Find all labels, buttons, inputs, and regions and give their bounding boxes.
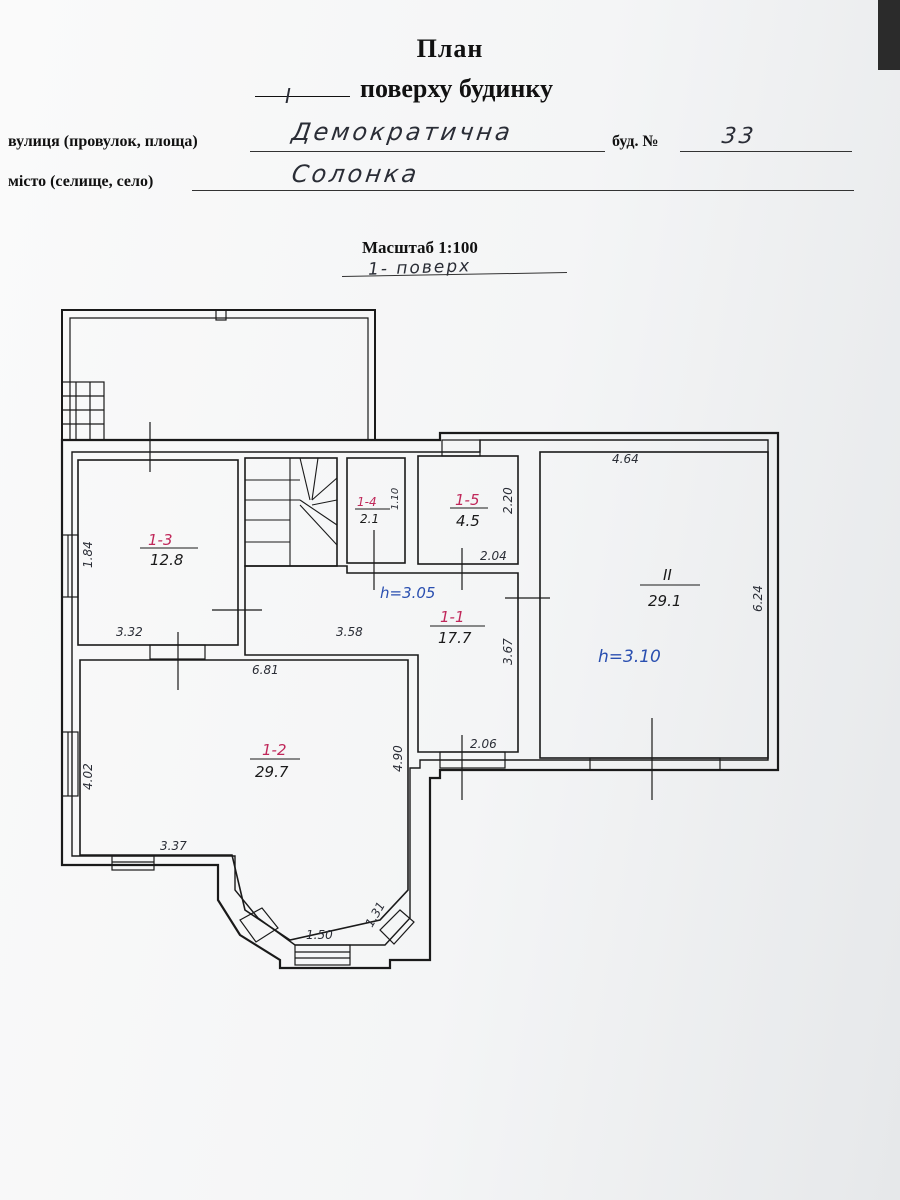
room-1-5-window: [441, 439, 481, 457]
dimension-labels: 4.64 6.24 2.20 2.04 1.10 1.84 3.32 3.58 …: [81, 452, 765, 942]
room-1-4-outline: [346, 457, 406, 564]
dim-room-1-5-width: 2.04: [480, 549, 507, 563]
room-1-4-area: 2.1: [360, 512, 379, 526]
room-labels: 1-3 12.8 1-4 2.1 1-5 4.5 1-1 17.7 1-2 29…: [140, 491, 700, 781]
floor-number-blank: I: [255, 84, 350, 108]
page-edge-shadow: [878, 0, 900, 70]
inner-wall-line: [71, 439, 769, 946]
dim-garage-width: 4.64: [612, 452, 639, 466]
room-1-5-area: 4.5: [456, 512, 480, 530]
main-height-label: h=3.05: [380, 584, 435, 602]
terrace-steps: [61, 381, 105, 441]
city-line: [192, 190, 854, 191]
staircase-steps: [245, 457, 338, 566]
dim-room-1-2-width: 6.81: [252, 663, 279, 677]
room-1-4-code: 1-4: [357, 495, 377, 509]
city-label: місто (селище, село): [8, 173, 154, 190]
dim-room-1-2-length: 4.90: [391, 745, 405, 772]
room-1-2-area: 29.7: [255, 763, 289, 781]
dim-room-1-5-length: 2.20: [501, 487, 515, 514]
dim-hall-end: 2.06: [470, 737, 497, 751]
room-1-1-area: 17.7: [438, 629, 472, 647]
subtitle-text: поверху будинку: [360, 74, 553, 103]
document-subtitle: I поверху будинку: [255, 74, 553, 108]
dim-room-1-4-length: 1.10: [390, 488, 401, 510]
doors: [149, 422, 653, 800]
room-1-1-code: 1-1: [440, 608, 465, 626]
room-1-2-code: 1-2: [262, 741, 287, 759]
dim-room-1-3-width: 3.32: [116, 625, 143, 639]
room-1-2-outline: [79, 659, 409, 941]
terrace-post: [215, 309, 227, 321]
floor-number-value: I: [285, 84, 291, 108]
side-windows: [61, 534, 721, 871]
dim-room-1-2-bottom: 3.37: [160, 839, 187, 853]
room-1-3-code: 1-3: [148, 531, 173, 549]
dim-room-1-2-side: 4.02: [81, 763, 95, 790]
dim-room-1-3-length: 1.84: [81, 541, 95, 568]
dim-hall-length: 3.67: [501, 638, 515, 665]
room-1-3-area: 12.8: [150, 551, 183, 569]
garage-area: 29.1: [648, 592, 681, 610]
height-labels: h=3.05 h=3.10: [380, 584, 661, 667]
street-line: [250, 151, 605, 152]
terrace-inner-outline: [69, 317, 369, 440]
dim-bay-center: 1.50: [306, 928, 333, 942]
staircase-outline: [244, 457, 338, 567]
dim-garage-length: 6.24: [751, 585, 765, 612]
terrace-outline: [61, 309, 376, 440]
scale-label: Масштаб 1:100: [362, 238, 478, 257]
document-title: План: [416, 34, 484, 63]
building-label: буд. №: [612, 133, 659, 150]
garage-height-label: h=3.10: [598, 647, 661, 667]
plan-walls: [60, 309, 780, 970]
bay-windows: [239, 907, 415, 966]
hall-1-1-outline: [244, 565, 519, 753]
dim-hall-width: 3.58: [336, 625, 363, 639]
room-1-5-code: 1-5: [455, 491, 480, 509]
street-label: вулиця (провулок, площа): [8, 133, 198, 150]
outer-wall: [60, 431, 780, 970]
garage-code: II: [663, 566, 672, 584]
building-line: [680, 151, 852, 152]
